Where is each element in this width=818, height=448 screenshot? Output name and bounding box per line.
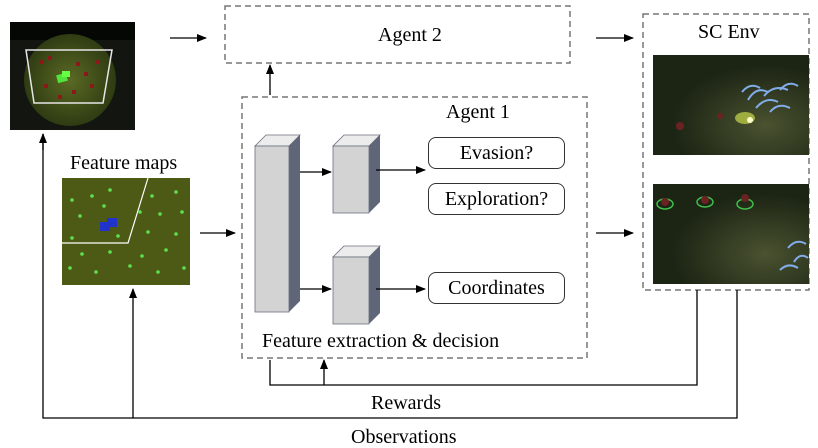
game-screenshot-top <box>653 55 809 155</box>
feature-maps-label: Feature maps <box>70 152 178 174</box>
upper-small-block <box>332 134 381 214</box>
extraction-label: Feature extraction & decision <box>262 330 500 352</box>
minimap-thumbnail <box>10 22 135 130</box>
env-label: SC Env <box>698 21 760 43</box>
agent1-label: Agent 1 <box>446 101 510 123</box>
large-feature-block <box>254 134 301 313</box>
agent2-label: Agent 2 <box>378 24 442 46</box>
feature-map-thumbnail <box>62 177 190 285</box>
output-coordinates: Coordinates <box>428 272 565 304</box>
output-evasion: Evasion? <box>428 137 565 169</box>
rewards-label: Rewards <box>371 392 441 414</box>
rewards-loop <box>269 290 698 386</box>
agent2-box <box>224 5 571 64</box>
output-exploration: Exploration? <box>428 183 565 215</box>
agent1-box <box>241 96 588 359</box>
lower-small-block <box>332 245 381 325</box>
observations-label: Observations <box>351 426 457 448</box>
observations-loop <box>42 134 738 419</box>
game-screenshot-bottom <box>653 184 809 284</box>
